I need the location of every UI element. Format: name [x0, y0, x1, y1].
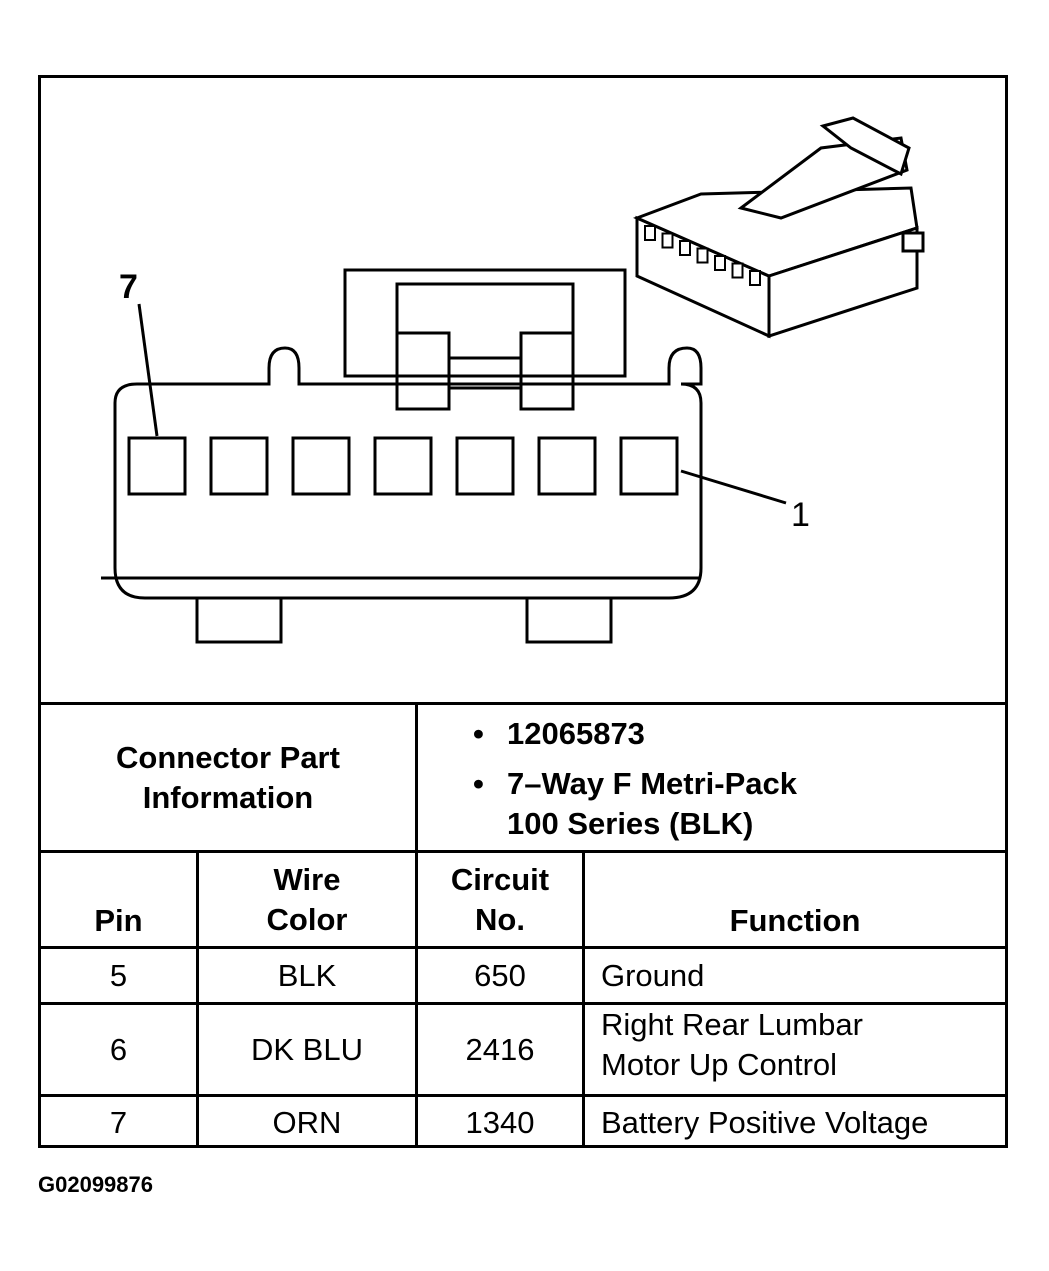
iso-body-side	[767, 225, 919, 339]
row-divider-2	[41, 1094, 1005, 1097]
part-number-row: • 12065873	[473, 714, 645, 754]
iso-pin-cavity	[731, 262, 744, 279]
pin-cavity	[209, 436, 269, 496]
bullet-icon: •	[473, 716, 484, 751]
connector-part-label-line2: Information	[142, 779, 314, 815]
row-1-function: Ground	[601, 957, 705, 993]
connector-latch-right-block	[519, 331, 575, 411]
pin-cavity	[455, 436, 515, 496]
connector-latch-outer	[343, 268, 627, 378]
iso-pin-cavity	[679, 240, 691, 256]
row-3-pin: 7	[109, 1104, 128, 1140]
connector-latch-center	[447, 356, 523, 390]
header-circuit-line2: No.	[475, 902, 525, 937]
header-bottom-divider	[41, 946, 1005, 949]
connector-latch-inner	[395, 282, 575, 378]
part-number: 12065873	[507, 716, 645, 751]
col-divider-wire	[415, 850, 418, 1148]
description-row: • 7–Way F Metri-Pack 100 Series (BLK)	[473, 764, 797, 844]
row-1-circuit: 650	[474, 957, 526, 993]
col-divider-pin	[196, 850, 199, 1148]
connector-body-outline	[113, 346, 703, 600]
header-pin: Pin	[94, 903, 143, 938]
row-3-function: Battery Positive Voltage	[601, 1104, 929, 1140]
pin-cavity	[291, 436, 351, 496]
pin-cavity	[537, 436, 597, 496]
row-2-wire-color: DK BLU	[251, 1031, 363, 1067]
row-2-function-line2: Motor Up Control	[601, 1047, 838, 1082]
header-wire-color-line1: Wire	[273, 862, 341, 897]
header-wire-color: Wire Color	[199, 856, 415, 944]
header-circuit-no: Circuit No.	[418, 856, 582, 944]
table-top-divider	[41, 850, 1005, 853]
description-line2: 100 Series (BLK)	[507, 806, 754, 841]
bullet-icon: •	[473, 766, 484, 801]
connector-part-label: Connector Part Information	[41, 705, 415, 850]
row-2-function-line1: Right Rear Lumbar	[601, 1007, 863, 1042]
row-1-wire-color: BLK	[277, 957, 337, 993]
pin-cavity	[619, 436, 679, 496]
iso-pin-cavity	[661, 232, 674, 249]
row-1-pin: 5	[109, 957, 128, 993]
figure-id: G02099876	[38, 1172, 153, 1197]
row-divider-1	[41, 1002, 1005, 1005]
description-line1: 7–Way F Metri-Pack	[507, 766, 798, 801]
info-center-divider	[415, 702, 418, 850]
iso-pin-cavity	[644, 225, 656, 241]
pin-cavity	[373, 436, 433, 496]
pin-1-callout: 1	[791, 496, 810, 534]
connector-isometric-view	[633, 116, 925, 339]
connector-face-diagram: 7 1	[101, 116, 925, 644]
row-2-function: Right Rear Lumbar Motor Up Control	[601, 1005, 1001, 1094]
info-top-divider	[41, 702, 1005, 705]
connector-foot-left	[195, 596, 283, 644]
iso-pin-cavity	[696, 247, 709, 264]
pin-1-callout-line	[680, 469, 787, 505]
pin-cavity	[127, 436, 187, 496]
header-wire-color-line2: Color	[266, 902, 348, 937]
connector-part-label-line1: Connector Part	[116, 739, 340, 775]
connector-latch-left-block	[395, 331, 451, 411]
iso-tab	[901, 231, 925, 253]
header-circuit-line1: Circuit	[450, 862, 550, 897]
iso-latch-top	[819, 116, 911, 177]
iso-pin-cavity	[714, 255, 726, 271]
row-3-wire-color: ORN	[272, 1104, 342, 1140]
iso-pin-cavity	[749, 270, 761, 286]
connector-diagram-frame: 7 1 Connector Part Information • 12065873…	[38, 75, 1008, 1148]
row-2-pin: 6	[109, 1031, 128, 1067]
connector-foot-right	[525, 596, 613, 644]
row-2-circuit: 2416	[465, 1031, 535, 1067]
col-divider-circuit	[582, 850, 585, 1148]
row-3-circuit: 1340	[465, 1104, 535, 1140]
iso-body-top	[633, 186, 919, 278]
pin-7-callout-line	[137, 303, 159, 437]
pin-7-callout: 7	[119, 268, 138, 306]
header-function: Function	[729, 903, 861, 938]
